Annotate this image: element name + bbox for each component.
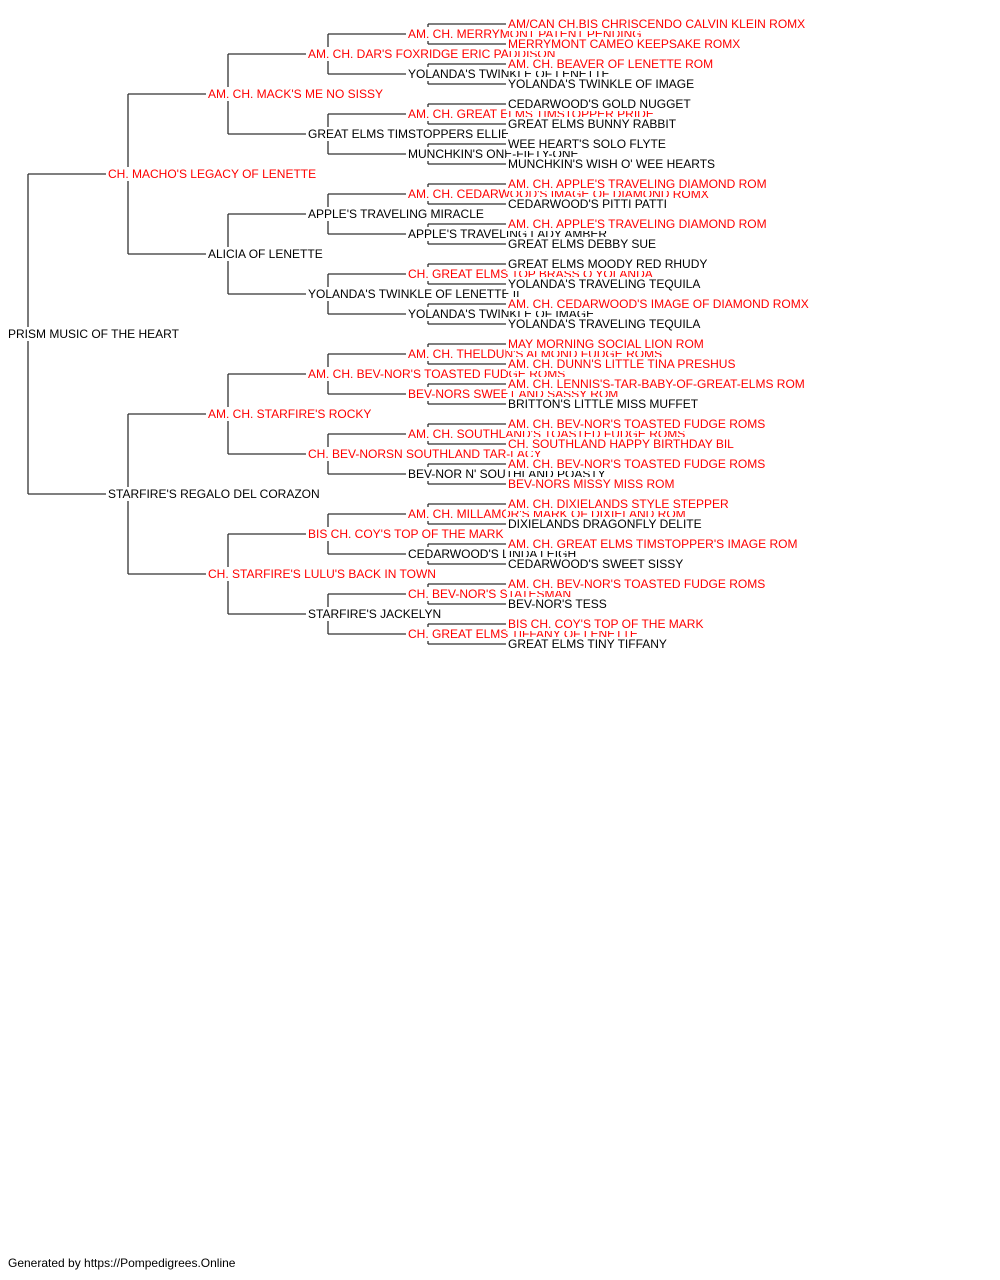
ancestor-name: AM. CH. BEV-NOR'S TOASTED FUDGE ROMS	[508, 457, 765, 471]
ancestor-name: YOLANDA'S TRAVELING TEQUILA	[508, 317, 700, 331]
ancestor-name: GREAT ELMS BUNNY RABBIT	[508, 117, 677, 131]
ancestor-name: AM. CH. DIXIELANDS STYLE STEPPER	[508, 497, 729, 511]
label-background	[106, 487, 322, 501]
ancestor-name: YOLANDA'S TWINKLE OF IMAGE	[508, 77, 694, 91]
label-background	[306, 127, 512, 141]
label-background	[506, 117, 679, 131]
ancestor-name: GREAT ELMS TIMSTOPPERS ELLIE	[308, 127, 509, 141]
label-background	[206, 567, 438, 581]
ancestor-name: MERRYMONT CAMEO KEEPSAKE ROMX	[508, 37, 740, 51]
ancestor-name: MAY MORNING SOCIAL LION ROM	[508, 337, 704, 351]
label-background	[506, 457, 768, 471]
label-background	[506, 417, 768, 431]
ancestor-name: AM. CH. DUNN'S LITTLE TINA PRESHUS	[508, 357, 735, 371]
label-background	[506, 477, 677, 491]
label-background	[506, 557, 686, 571]
ancestor-name: CEDARWOOD'S PITTI PATTI	[508, 197, 667, 211]
label-background	[306, 287, 522, 301]
label-background	[306, 527, 506, 541]
ancestor-name: YOLANDA'S TRAVELING TEQUILA	[508, 277, 700, 291]
ancestor-name: AM. CH. STARFIRE'S ROCKY	[208, 407, 371, 421]
label-background	[306, 607, 444, 621]
ancestor-name: CH. MACHO'S LEGACY OF LENETTE	[108, 167, 316, 181]
pedigree-name-labels: PRISM MUSIC OF THE HEART CH. MACHO'S LEGA…	[6, 17, 811, 651]
label-background	[206, 87, 385, 101]
ancestor-name: MUNCHKIN'S WISH O' WEE HEARTS	[508, 157, 715, 171]
label-background	[506, 517, 704, 531]
label-background	[506, 377, 807, 391]
label-background	[206, 407, 374, 421]
ancestor-name: CH. SOUTHLAND HAPPY BIRTHDAY BIL	[508, 437, 734, 451]
ancestor-name: AM. CH. MACK'S ME NO SISSY	[208, 87, 383, 101]
ancestor-name: GREAT ELMS DEBBY SUE	[508, 237, 656, 251]
label-background	[506, 217, 769, 231]
ancestor-name: CEDARWOOD'S SWEET SISSY	[508, 557, 683, 571]
label-background	[506, 637, 669, 651]
ancestor-name: BEV-NOR'S TESS	[508, 597, 607, 611]
ancestor-name: BIS CH. COY'S TOP OF THE MARK	[308, 527, 503, 541]
ancestor-name: STARFIRE'S JACKELYN	[308, 607, 441, 621]
label-background	[506, 197, 669, 211]
label-background	[506, 77, 697, 91]
label-background	[506, 137, 668, 151]
ancestor-name: AM/CAN CH.BIS CHRISCENDO CALVIN KLEIN RO…	[508, 17, 805, 31]
label-background	[506, 177, 769, 191]
ancestor-name: CEDARWOOD'S GOLD NUGGET	[508, 97, 691, 111]
label-background	[506, 597, 609, 611]
ancestor-name: GREAT ELMS MOODY RED RHUDY	[508, 257, 707, 271]
ancestor-name: AM. CH. BEAVER OF LENETTE ROM	[508, 57, 713, 71]
label-background	[506, 237, 659, 251]
label-background	[506, 57, 716, 71]
ancestor-name: AM. CH. BEV-NOR'S TOASTED FUDGE ROMS	[508, 577, 765, 591]
label-background	[506, 17, 808, 31]
ancestor-name: CH. BEV-NORSN SOUTHLAND TAR-LACY	[308, 447, 542, 461]
label-background	[106, 167, 319, 181]
ancestor-name: AM. CH. BEV-NOR'S TOASTED FUDGE ROMS	[308, 367, 565, 381]
ancestor-name: AM. CH. DAR'S FOXRIDGE ERIC PADDISON	[308, 47, 555, 61]
ancestor-name: AM. CH. APPLE'S TRAVELING DIAMOND ROM	[508, 217, 767, 231]
label-background	[306, 207, 486, 221]
label-background	[506, 337, 706, 351]
label-background	[506, 257, 710, 271]
ancestor-name: AM. CH. GREAT ELMS TIMSTOPPER'S IMAGE RO…	[508, 537, 797, 551]
generated-by-footer: Generated by https://Pompedigrees.Online	[8, 1256, 236, 1270]
label-background	[506, 537, 800, 551]
label-background	[506, 157, 718, 171]
label-background	[506, 317, 703, 331]
ancestor-name: AM. CH. LENNIS'S-TAR-BABY-OF-GREAT-ELMS …	[508, 377, 805, 391]
ancestor-name: APPLE'S TRAVELING MIRACLE	[308, 207, 484, 221]
label-background	[506, 437, 737, 451]
label-background	[506, 617, 706, 631]
subject-dog-name: PRISM MUSIC OF THE HEART	[8, 327, 180, 341]
label-background	[306, 447, 544, 461]
label-background	[506, 397, 701, 411]
ancestor-name: BEV-NORS MISSY MISS ROM	[508, 477, 674, 491]
ancestor-name: GREAT ELMS TINY TIFFANY	[508, 637, 667, 651]
label-background	[306, 367, 568, 381]
label-background	[306, 47, 558, 61]
ancestor-name: BIS CH. COY'S TOP OF THE MARK	[508, 617, 703, 631]
ancestor-name: AM. CH. BEV-NOR'S TOASTED FUDGE ROMS	[508, 417, 765, 431]
ancestor-name: CH. STARFIRE'S LULU'S BACK IN TOWN	[208, 567, 436, 581]
label-background	[506, 297, 811, 311]
ancestor-name: DIXIELANDS DRAGONFLY DELITE	[508, 517, 702, 531]
ancestor-name: BRITTON'S LITTLE MISS MUFFET	[508, 397, 699, 411]
ancestor-name: WEE HEART'S SOLO FLYTE	[508, 137, 666, 151]
ancestor-name: YOLANDA'S TWINKLE OF LENETTE II	[308, 287, 519, 301]
label-background	[506, 497, 732, 511]
label-background	[506, 37, 743, 51]
ancestor-name: AM. CH. APPLE'S TRAVELING DIAMOND ROM	[508, 177, 767, 191]
ancestor-name: STARFIRE'S REGALO DEL CORAZON	[108, 487, 320, 501]
label-background	[206, 247, 325, 261]
label-background	[506, 357, 738, 371]
label-background	[506, 577, 768, 591]
label-background	[506, 97, 694, 111]
ancestor-name: ALICIA OF LENETTE	[208, 247, 323, 261]
label-background	[6, 327, 182, 341]
ancestor-name: AM. CH. CEDARWOOD'S IMAGE OF DIAMOND ROM…	[508, 297, 809, 311]
label-background	[506, 277, 703, 291]
